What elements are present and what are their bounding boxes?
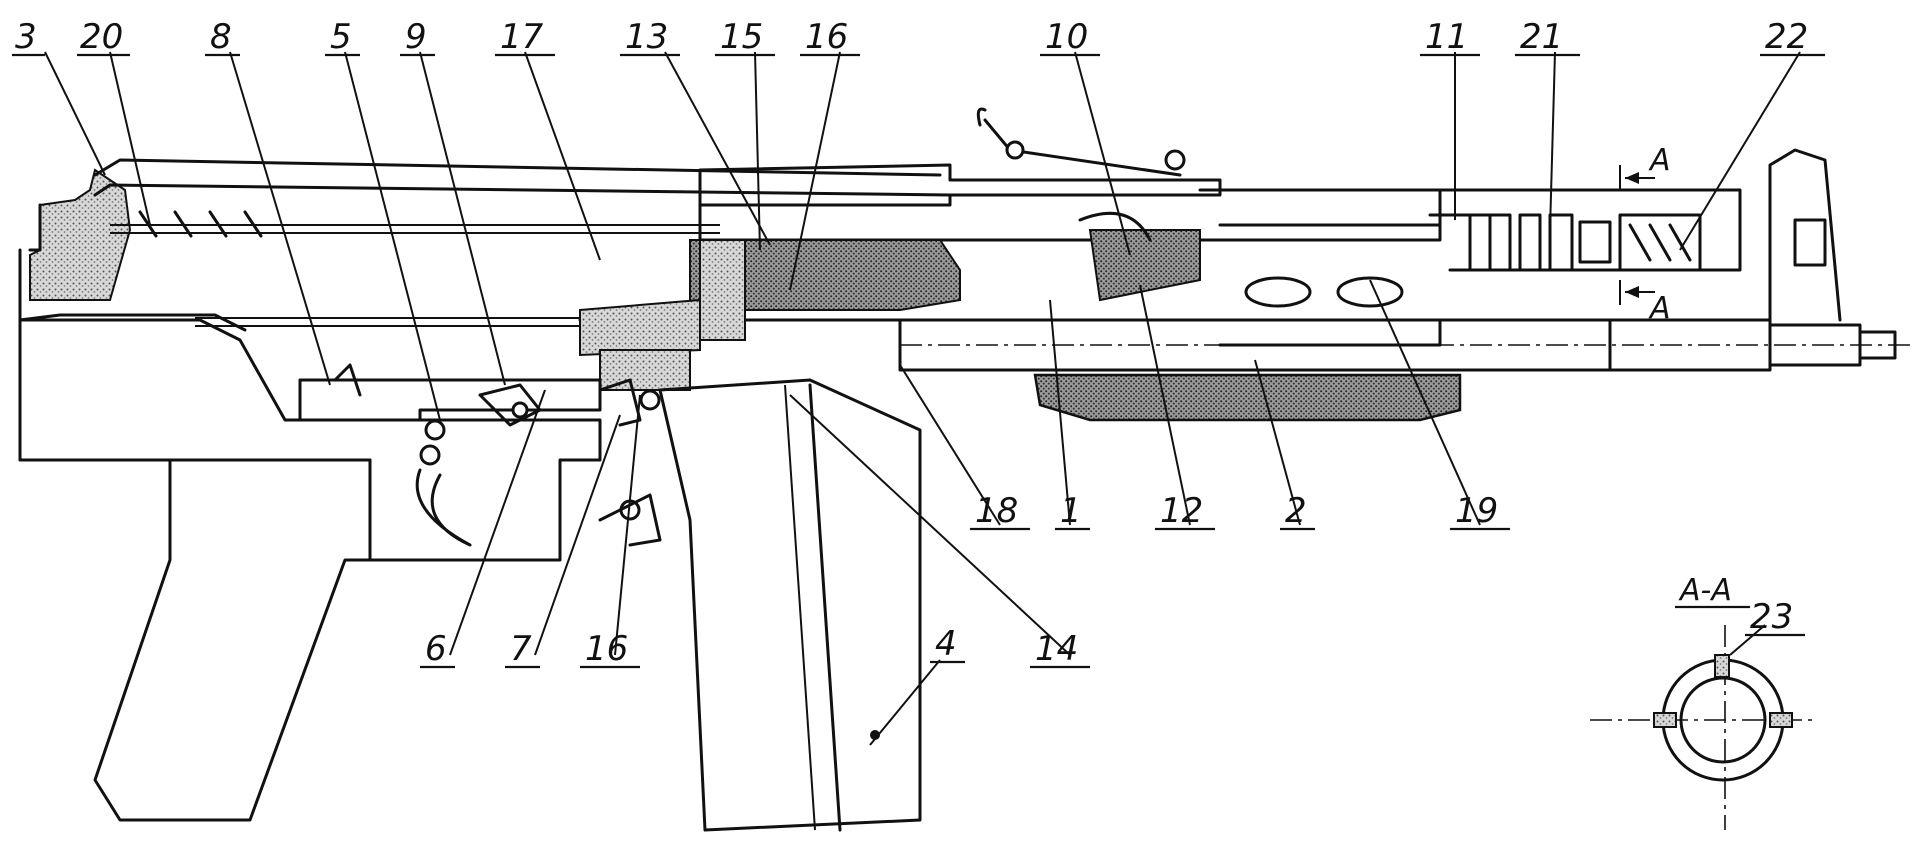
bolt-carrier <box>579 211 1201 391</box>
callout-16-bottom: 16 <box>585 629 628 669</box>
callout-labels: 3 20 8 5 9 17 13 15 16 10 11 21 22 6 7 1… <box>12 17 1825 669</box>
callout-18: 18 <box>975 491 1018 531</box>
callout-23: 23 <box>1750 597 1793 637</box>
callout-17: 17 <box>500 17 544 57</box>
callout-19: 19 <box>1455 491 1498 531</box>
section-arrows: A A <box>1619 143 1671 326</box>
callout-6: 6 <box>425 629 447 669</box>
callout-21: 21 <box>1520 17 1563 57</box>
callout-3: 3 <box>15 17 37 57</box>
callout-20: 20 <box>80 17 123 57</box>
section-arrow-a-top: A <box>1648 143 1671 178</box>
callout-15: 15 <box>720 17 763 57</box>
callout-16-top: 16 <box>805 17 848 57</box>
trigger-group <box>298 363 662 547</box>
callout-12: 12 <box>1160 491 1203 531</box>
callout-8: 8 <box>210 17 232 57</box>
callout-7: 7 <box>510 629 532 669</box>
recoil-spring <box>110 210 720 238</box>
callout-2: 2 <box>1285 491 1307 531</box>
section-a-a-detail: A-A <box>1590 573 1815 830</box>
barrel <box>898 318 1910 372</box>
buttstock <box>18 158 952 562</box>
callout-11: 11 <box>1425 17 1468 57</box>
callout-9: 9 <box>405 17 427 57</box>
callout-4: 4 <box>935 624 957 664</box>
front-sight <box>1768 148 1842 322</box>
callout-1: 1 <box>1060 491 1082 531</box>
rear-sight <box>976 107 1186 177</box>
callout-5: 5 <box>330 17 352 57</box>
callout-14: 14 <box>1035 629 1078 669</box>
magazine <box>658 378 922 832</box>
leader-lines <box>44 51 1801 746</box>
section-title: A-A <box>1678 573 1732 608</box>
callout-22: 22 <box>1765 17 1808 57</box>
gas-tube <box>1198 188 1742 308</box>
pistol-grip <box>93 458 372 822</box>
section-arrow-a-bottom: A <box>1648 291 1671 326</box>
handguard <box>1033 373 1462 422</box>
callout-10: 10 <box>1045 17 1088 57</box>
callout-13: 13 <box>625 17 668 57</box>
